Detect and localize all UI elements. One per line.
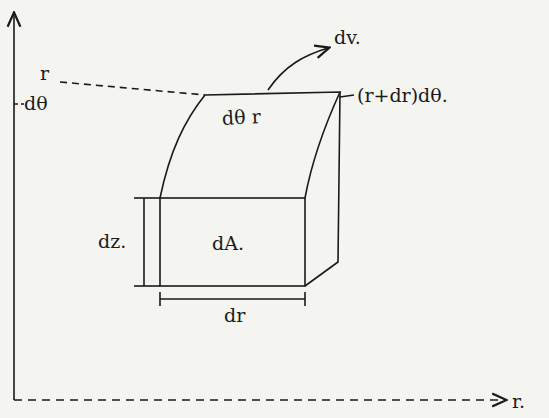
height-label: dz. (98, 232, 126, 251)
top-face (160, 92, 340, 198)
dz-dimension (143, 198, 145, 286)
r-axis (14, 399, 505, 401)
volume-label: dv. (334, 28, 361, 47)
axis-label: r. (510, 392, 527, 411)
width-label: dr (222, 306, 247, 325)
arc-label: (r+dr)dθ. (357, 86, 448, 105)
side-face (305, 92, 340, 286)
angle-dash (14, 103, 24, 105)
dz-tick (134, 285, 160, 287)
dv-pointer (268, 48, 328, 90)
angle-label: dθ (24, 94, 48, 113)
area-label: dA. (212, 234, 244, 253)
leader-line (340, 95, 354, 97)
dz-tick (134, 197, 160, 199)
front-face (160, 198, 305, 286)
z-axis (13, 14, 15, 400)
radius-label: r (40, 64, 49, 83)
radius-line (60, 82, 205, 95)
dr-dimension (160, 298, 305, 300)
arc-label: dθ r (222, 107, 262, 128)
